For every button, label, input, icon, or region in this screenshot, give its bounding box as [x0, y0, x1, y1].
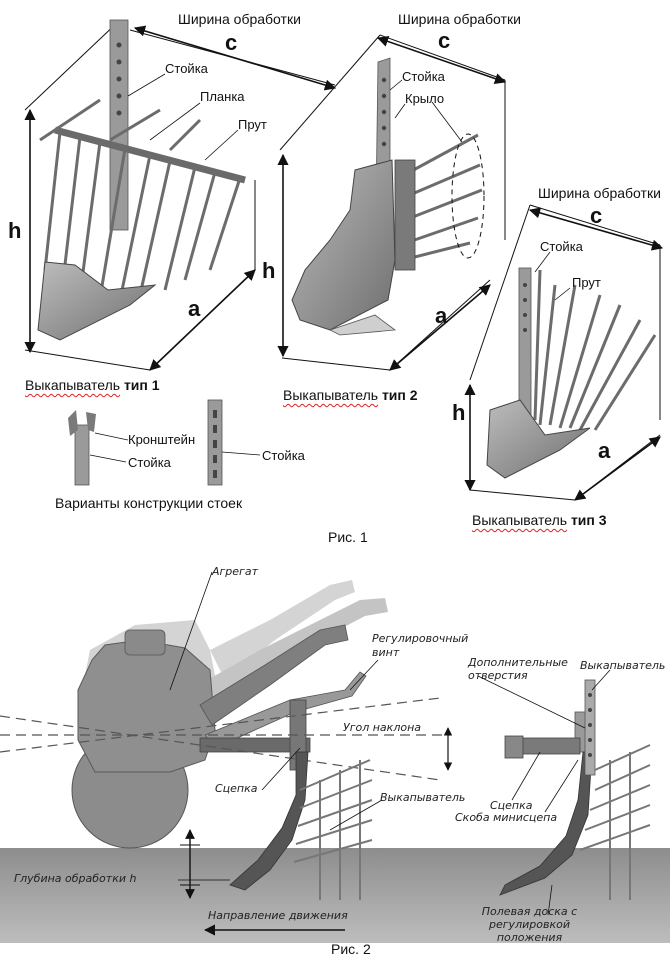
type3-width-label: Ширина обработки: [538, 185, 661, 201]
type1-width-label: Ширина обработки: [178, 11, 301, 27]
type3-rod-label: Прут: [572, 275, 601, 290]
type2-c-label: c: [438, 28, 451, 53]
post-right: [584, 679, 596, 776]
glubina-label: Глубина обработки h: [14, 872, 137, 885]
ugol-label: Угол наклона: [343, 721, 422, 734]
post: [518, 267, 532, 419]
post: [109, 19, 129, 231]
type3-c-label: c: [590, 203, 603, 228]
agregat-label: Агрегат: [212, 565, 258, 578]
digger-left: [229, 751, 309, 891]
handle: [199, 624, 349, 726]
type1-h-label: h: [8, 218, 22, 243]
type2-caption: Выкапыватель тип 2: [283, 388, 418, 402]
digger-type2: [277, 34, 507, 371]
type1-caption: Выкапыватель тип 1: [25, 378, 160, 392]
doska-label: Полевая доска с регулировкой положения: [481, 905, 578, 945]
type2-a-label: a: [435, 303, 448, 328]
blade: [37, 261, 157, 341]
type2-caption-type: тип 2: [381, 387, 418, 403]
fig2-scene: [0, 571, 670, 943]
fig2-caption: Рис. 2: [331, 941, 371, 957]
scepka-label: Сцепка: [215, 782, 258, 795]
type3-post-label: Стойка: [540, 239, 583, 254]
rods: [533, 269, 657, 431]
fig1-caption: Рис. 1: [328, 529, 368, 545]
engine: [77, 639, 216, 773]
variant-bracket-label: Кронштейн: [128, 432, 196, 447]
napravlenie-label: Направление движения: [208, 909, 348, 922]
vint-label: Регулировочный винт: [372, 632, 469, 659]
type2-wing-label: Крыло: [405, 91, 445, 106]
digger-type1: [24, 19, 337, 371]
vykapyvatel-left-label: Выкапыватель: [380, 791, 466, 804]
type2-width-label: Ширина обработки: [398, 11, 521, 27]
type1-rod-label: Прут: [238, 117, 267, 132]
digger-left-rods: [293, 759, 373, 900]
type1-caption-name: Выкапыватель: [25, 377, 121, 393]
digger-right-rods: [579, 744, 651, 900]
vykapyvatel-right-label: Выкапыватель: [580, 659, 666, 672]
type2-post-label: Стойка: [402, 69, 445, 84]
variant-post1-label: Стойка: [128, 455, 171, 470]
type3-h-label: h: [452, 400, 466, 425]
hitch-right: [519, 737, 581, 755]
digger-type3: [464, 204, 664, 501]
type2-caption-name: Выкапыватель: [283, 387, 379, 403]
scepka-right-label: Сцепка: [490, 799, 533, 812]
variants-caption: Варианты конструкции стоек: [55, 495, 243, 511]
type3-caption: Выкапыватель тип 3: [472, 513, 607, 527]
blade: [486, 399, 591, 479]
post-variants: [68, 399, 261, 486]
wing-highlight: [451, 133, 485, 259]
type3-caption-name: Выкапыватель: [472, 512, 568, 528]
type3-caption-type: тип 3: [570, 512, 607, 528]
type1-a-label: a: [188, 296, 201, 321]
bracket-post: [74, 424, 90, 486]
type3-a-label: a: [598, 438, 611, 463]
adjust-screw: [204, 671, 367, 749]
type1-bar-label: Планка: [200, 89, 245, 104]
type1-c-label: c: [225, 30, 238, 55]
dop-otv-label: Дополнительные отверстия: [468, 656, 568, 682]
share: [291, 159, 396, 331]
type1-caption-type: тип 1: [123, 377, 160, 393]
digger-right: [499, 751, 593, 896]
type1-post-label: Стойка: [165, 61, 208, 76]
skoba-label: Скоба минисцепа: [455, 811, 558, 824]
type2-h-label: h: [262, 258, 276, 283]
rods: [39, 98, 242, 301]
variant-post2-label: Стойка: [262, 448, 305, 463]
